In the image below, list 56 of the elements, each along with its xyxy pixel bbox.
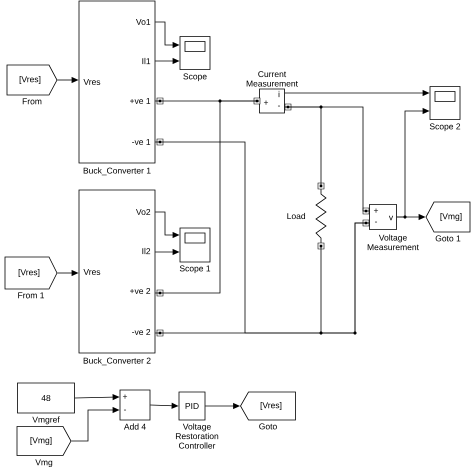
subsystem-block [78,190,164,366]
block-text: +ve 1 [130,98,150,104]
constant-block [17,382,75,424]
block-text: 48 [41,395,50,401]
block-text: -ve 1 [132,139,150,145]
block-text: +ve 2 [130,288,150,294]
scope-block [180,228,210,274]
subsystem-block [78,0,164,176]
block-text: [Vres] [18,269,40,277]
block-text: Vres [83,269,100,275]
block-text: + [374,208,378,213]
block-text: [Vmg] [30,437,52,445]
block-label: Add 4 [124,423,146,430]
block-label: Voltage Restoration Controller [176,423,218,449]
connector-line [284,106,370,212]
block-text: -ve 2 [132,329,150,335]
block-label: Scope 1 [180,265,210,274]
block-text: Vo2 [136,209,150,215]
voltage-measurement-block [362,204,419,250]
block-label: Goto 1 [436,235,460,242]
block-label: Buck_Converter 1 [84,167,151,176]
goto-block [240,392,296,430]
block-text: PID [186,403,199,409]
block-label: From 1 [18,292,44,298]
block-text: + [122,394,128,399]
block-label: Voltage Measurement [368,234,419,250]
block-label: Vmgref [32,416,60,424]
from-block [16,426,72,467]
block-label: Buck_Converter 2 [84,357,151,366]
block-text: v [388,216,394,220]
connector-line [155,100,260,294]
block-text: [Vres] [260,402,282,410]
block-label: Scope 2 [430,123,460,132]
from-block [6,64,58,104]
block-text: Vres [83,79,100,85]
goto-block [426,202,470,242]
block-text: [Vmg] [440,213,462,221]
block-label: Goto [259,423,277,430]
block-text: [Vres] [20,76,40,84]
scope-block [430,86,460,132]
block-label: Scope [183,73,207,82]
block-text: Il1 [142,58,150,64]
connector-line [320,222,370,334]
block-text: Vo1 [136,19,150,25]
from-block [4,256,58,298]
block-label: From [22,98,42,104]
pid-block [176,392,218,449]
block-text: + [264,100,268,105]
sum-block [120,390,150,430]
resistor-symbol [287,182,327,250]
block-text: i [278,90,280,98]
block-label: Vmg [35,459,52,467]
current-measurement-block [246,71,298,114]
block-label: Load [287,212,306,220]
scope-block [180,36,210,82]
block-text: Il2 [142,248,150,254]
